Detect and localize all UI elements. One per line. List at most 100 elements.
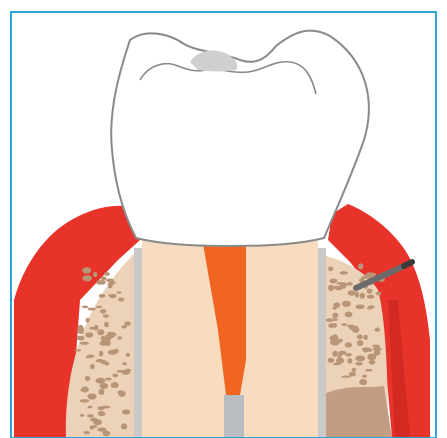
- bone-pore: [101, 276, 107, 280]
- bone-pore: [90, 364, 95, 369]
- bone-pore: [108, 294, 116, 297]
- bone-pore: [347, 325, 355, 328]
- bone-pore: [360, 293, 365, 299]
- bone-pore: [121, 325, 126, 328]
- bone-pore: [82, 267, 91, 273]
- bone-pore: [124, 321, 131, 325]
- bone-pore: [342, 301, 351, 307]
- bone-pore: [121, 423, 127, 429]
- bone-pore: [86, 318, 90, 323]
- bone-pore: [335, 286, 342, 290]
- bone-pore: [104, 272, 110, 276]
- tooth-crown: [111, 31, 369, 246]
- bone-pore: [98, 411, 105, 414]
- bone-pore: [117, 291, 122, 293]
- bone-pore: [105, 378, 112, 381]
- bone-pore: [79, 342, 89, 345]
- bone-pore: [355, 362, 362, 366]
- bone-pore: [333, 363, 341, 365]
- bone-pore: [355, 356, 365, 362]
- bone-pore: [339, 271, 348, 275]
- bone-pore: [367, 288, 373, 293]
- bone-pore: [332, 313, 338, 319]
- bone-pore: [328, 285, 334, 291]
- bone-pore: [338, 355, 342, 359]
- bone-pore: [82, 275, 92, 281]
- bone-pore: [333, 323, 337, 328]
- bone-pore: [367, 295, 375, 299]
- bone-pore: [93, 419, 102, 425]
- bone-pore: [100, 309, 106, 313]
- bone-pore: [343, 283, 348, 287]
- bone-pore: [117, 370, 124, 373]
- bone-pore: [330, 278, 338, 283]
- bone-pore: [359, 379, 367, 385]
- periodontal-ligament-left: [134, 248, 142, 438]
- bone-pore: [345, 342, 352, 347]
- bone-pore: [87, 414, 94, 417]
- bone-pore: [356, 304, 365, 309]
- bone-pore: [362, 375, 367, 378]
- bone-pore: [367, 355, 376, 360]
- bone-pore: [88, 308, 96, 311]
- bone-pore: [96, 378, 106, 384]
- bone-pore: [99, 294, 106, 298]
- bone-pore: [357, 334, 363, 339]
- bone-pore: [107, 332, 112, 335]
- bone-pore: [97, 329, 104, 335]
- bone-pore: [341, 376, 351, 378]
- bone-pore: [111, 382, 119, 388]
- bone-pore: [347, 290, 356, 295]
- bone-pore: [365, 369, 373, 371]
- bone-pore: [108, 285, 113, 289]
- bone-pore: [106, 278, 114, 282]
- bone-pore: [112, 374, 118, 378]
- bone-pore: [361, 276, 369, 279]
- bone-pore: [367, 307, 373, 310]
- bone-pore: [90, 425, 98, 428]
- bone-pore: [101, 406, 110, 409]
- bone-pore: [126, 353, 130, 357]
- bone-pore: [89, 327, 95, 330]
- bone-pore: [336, 358, 344, 364]
- bone-pore: [99, 351, 103, 357]
- bone-pore: [103, 314, 109, 317]
- bone-pore: [87, 406, 92, 409]
- bone-pore: [82, 306, 89, 309]
- bone-pore: [338, 339, 343, 343]
- bone-pore: [372, 345, 380, 347]
- bone-pore: [99, 341, 108, 346]
- bone-pore: [93, 272, 97, 277]
- bone-pore: [345, 353, 352, 356]
- bone-pore: [328, 358, 335, 363]
- bone-pore: [96, 306, 102, 309]
- bone-pore: [75, 349, 82, 351]
- bone-pore: [370, 273, 377, 276]
- bone-pore: [81, 386, 89, 392]
- bone-pore: [122, 409, 130, 414]
- bone-pore: [118, 391, 125, 397]
- bone-pore: [332, 351, 338, 357]
- bone-pore: [375, 291, 381, 295]
- bone-pore: [102, 430, 110, 436]
- bone-pore: [363, 349, 373, 351]
- bone-pore: [332, 318, 338, 321]
- periodontal-ligament-right: [318, 248, 326, 438]
- bone-pore: [125, 369, 131, 373]
- bone-pore: [100, 383, 109, 389]
- bone-pore: [364, 335, 368, 341]
- bone-pore: [118, 297, 124, 301]
- bone-pore: [349, 372, 356, 376]
- bone-pore: [104, 322, 109, 327]
- bone-pore: [97, 360, 106, 363]
- bone-pore: [85, 376, 90, 381]
- bone-pore: [328, 266, 333, 271]
- bone-pore: [98, 389, 104, 395]
- bone-pore: [122, 362, 127, 365]
- bone-pore: [375, 328, 380, 332]
- bone-pore: [85, 332, 93, 337]
- bone-pore: [352, 368, 357, 372]
- bone-pore: [374, 350, 380, 356]
